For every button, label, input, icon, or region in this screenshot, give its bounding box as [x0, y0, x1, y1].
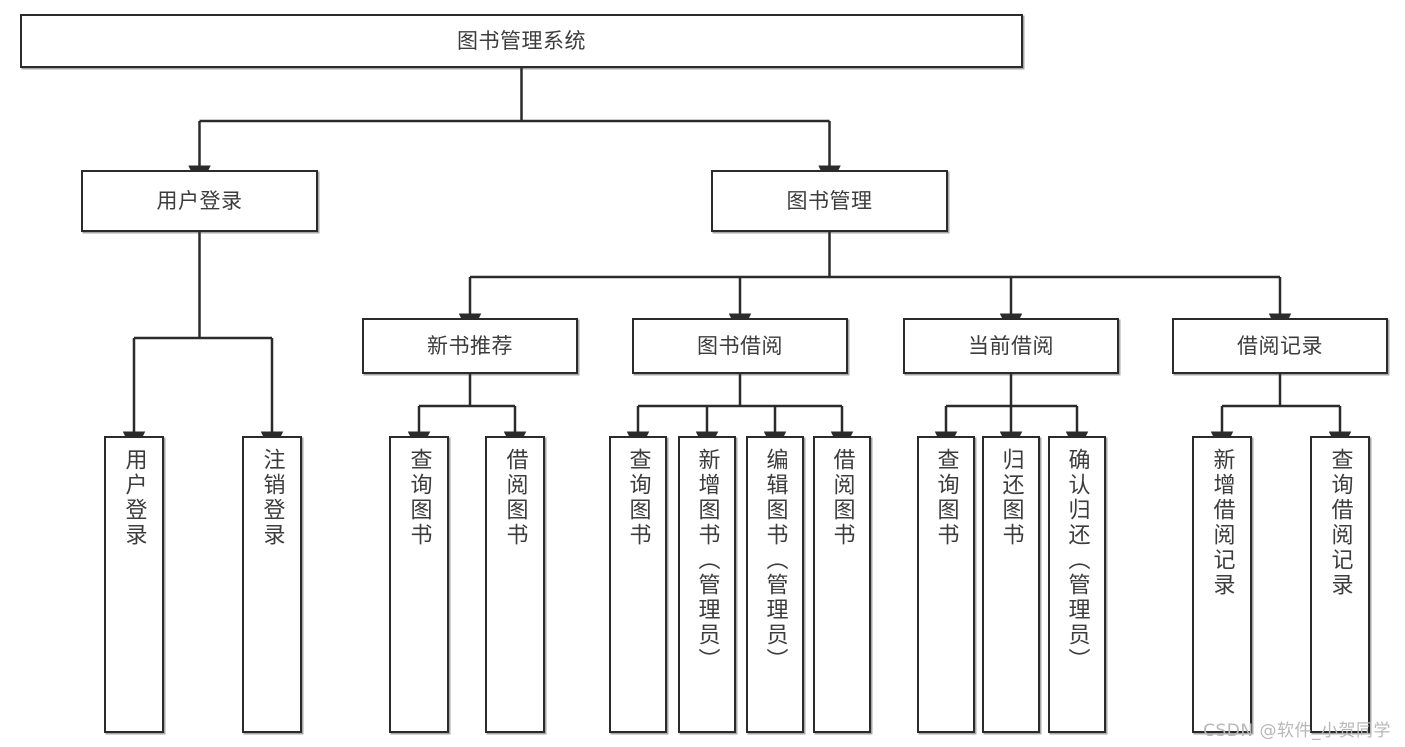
node-leaf-record-2[interactable]: 查询借阅记录: [1310, 436, 1370, 733]
node-leaf-borrow-2[interactable]: 新增图书（管理员）: [678, 436, 736, 733]
node-root[interactable]: 图书管理系统: [20, 14, 1023, 68]
node-label: 查询图书: [406, 448, 432, 548]
node-leaf-borrow-1[interactable]: 查询图书: [609, 436, 667, 733]
node-leaf-new-1[interactable]: 查询图书: [389, 436, 449, 733]
node-label: 新增图书（管理员）: [694, 448, 720, 673]
node-leaf-current-2[interactable]: 归还图书: [982, 436, 1040, 733]
node-label: 借阅记录: [1237, 333, 1323, 358]
node-record[interactable]: 借阅记录: [1172, 318, 1388, 374]
node-label: 归还图书: [998, 448, 1024, 548]
node-label: 查询图书: [933, 448, 959, 548]
watermark-label: CSDN @软件_小贺同学: [1203, 721, 1391, 741]
node-leaf-login-1[interactable]: 用户登录: [104, 436, 164, 733]
node-label: 借阅图书: [829, 448, 855, 548]
node-label: 借阅图书: [502, 448, 528, 548]
node-label: 当前借阅: [968, 333, 1054, 358]
node-leaf-borrow-4[interactable]: 借阅图书: [813, 436, 871, 733]
node-borrow[interactable]: 图书借阅: [632, 318, 848, 374]
node-label: 查询借阅记录: [1327, 448, 1353, 598]
node-label: 新书推荐: [427, 333, 513, 358]
node-label: 图书借阅: [697, 333, 783, 358]
node-leaf-login-2[interactable]: 注销登录: [242, 436, 302, 733]
node-leaf-current-3[interactable]: 确认归还（管理员）: [1048, 436, 1106, 733]
node-label: 图书管理: [786, 188, 873, 213]
node-bookmgr[interactable]: 图书管理: [711, 170, 948, 232]
node-label: 用户登录: [121, 448, 147, 548]
node-label: 新增借阅记录: [1209, 448, 1235, 598]
node-label: 查询图书: [625, 448, 651, 548]
node-leaf-borrow-3[interactable]: 编辑图书（管理员）: [746, 436, 804, 733]
node-leaf-record-1[interactable]: 新增借阅记录: [1192, 436, 1252, 733]
node-label: 确认归还（管理员）: [1064, 448, 1090, 673]
node-label: 编辑图书（管理员）: [762, 448, 788, 673]
node-label: 图书管理系统: [457, 28, 586, 53]
node-leaf-current-1[interactable]: 查询图书: [917, 436, 975, 733]
node-leaf-new-2[interactable]: 借阅图书: [485, 436, 545, 733]
node-newbook[interactable]: 新书推荐: [362, 318, 578, 374]
node-label: 注销登录: [259, 448, 285, 548]
node-label: 用户登录: [156, 188, 243, 213]
edge-group: [122, 68, 1352, 454]
node-current[interactable]: 当前借阅: [903, 318, 1119, 374]
node-login[interactable]: 用户登录: [81, 170, 318, 232]
